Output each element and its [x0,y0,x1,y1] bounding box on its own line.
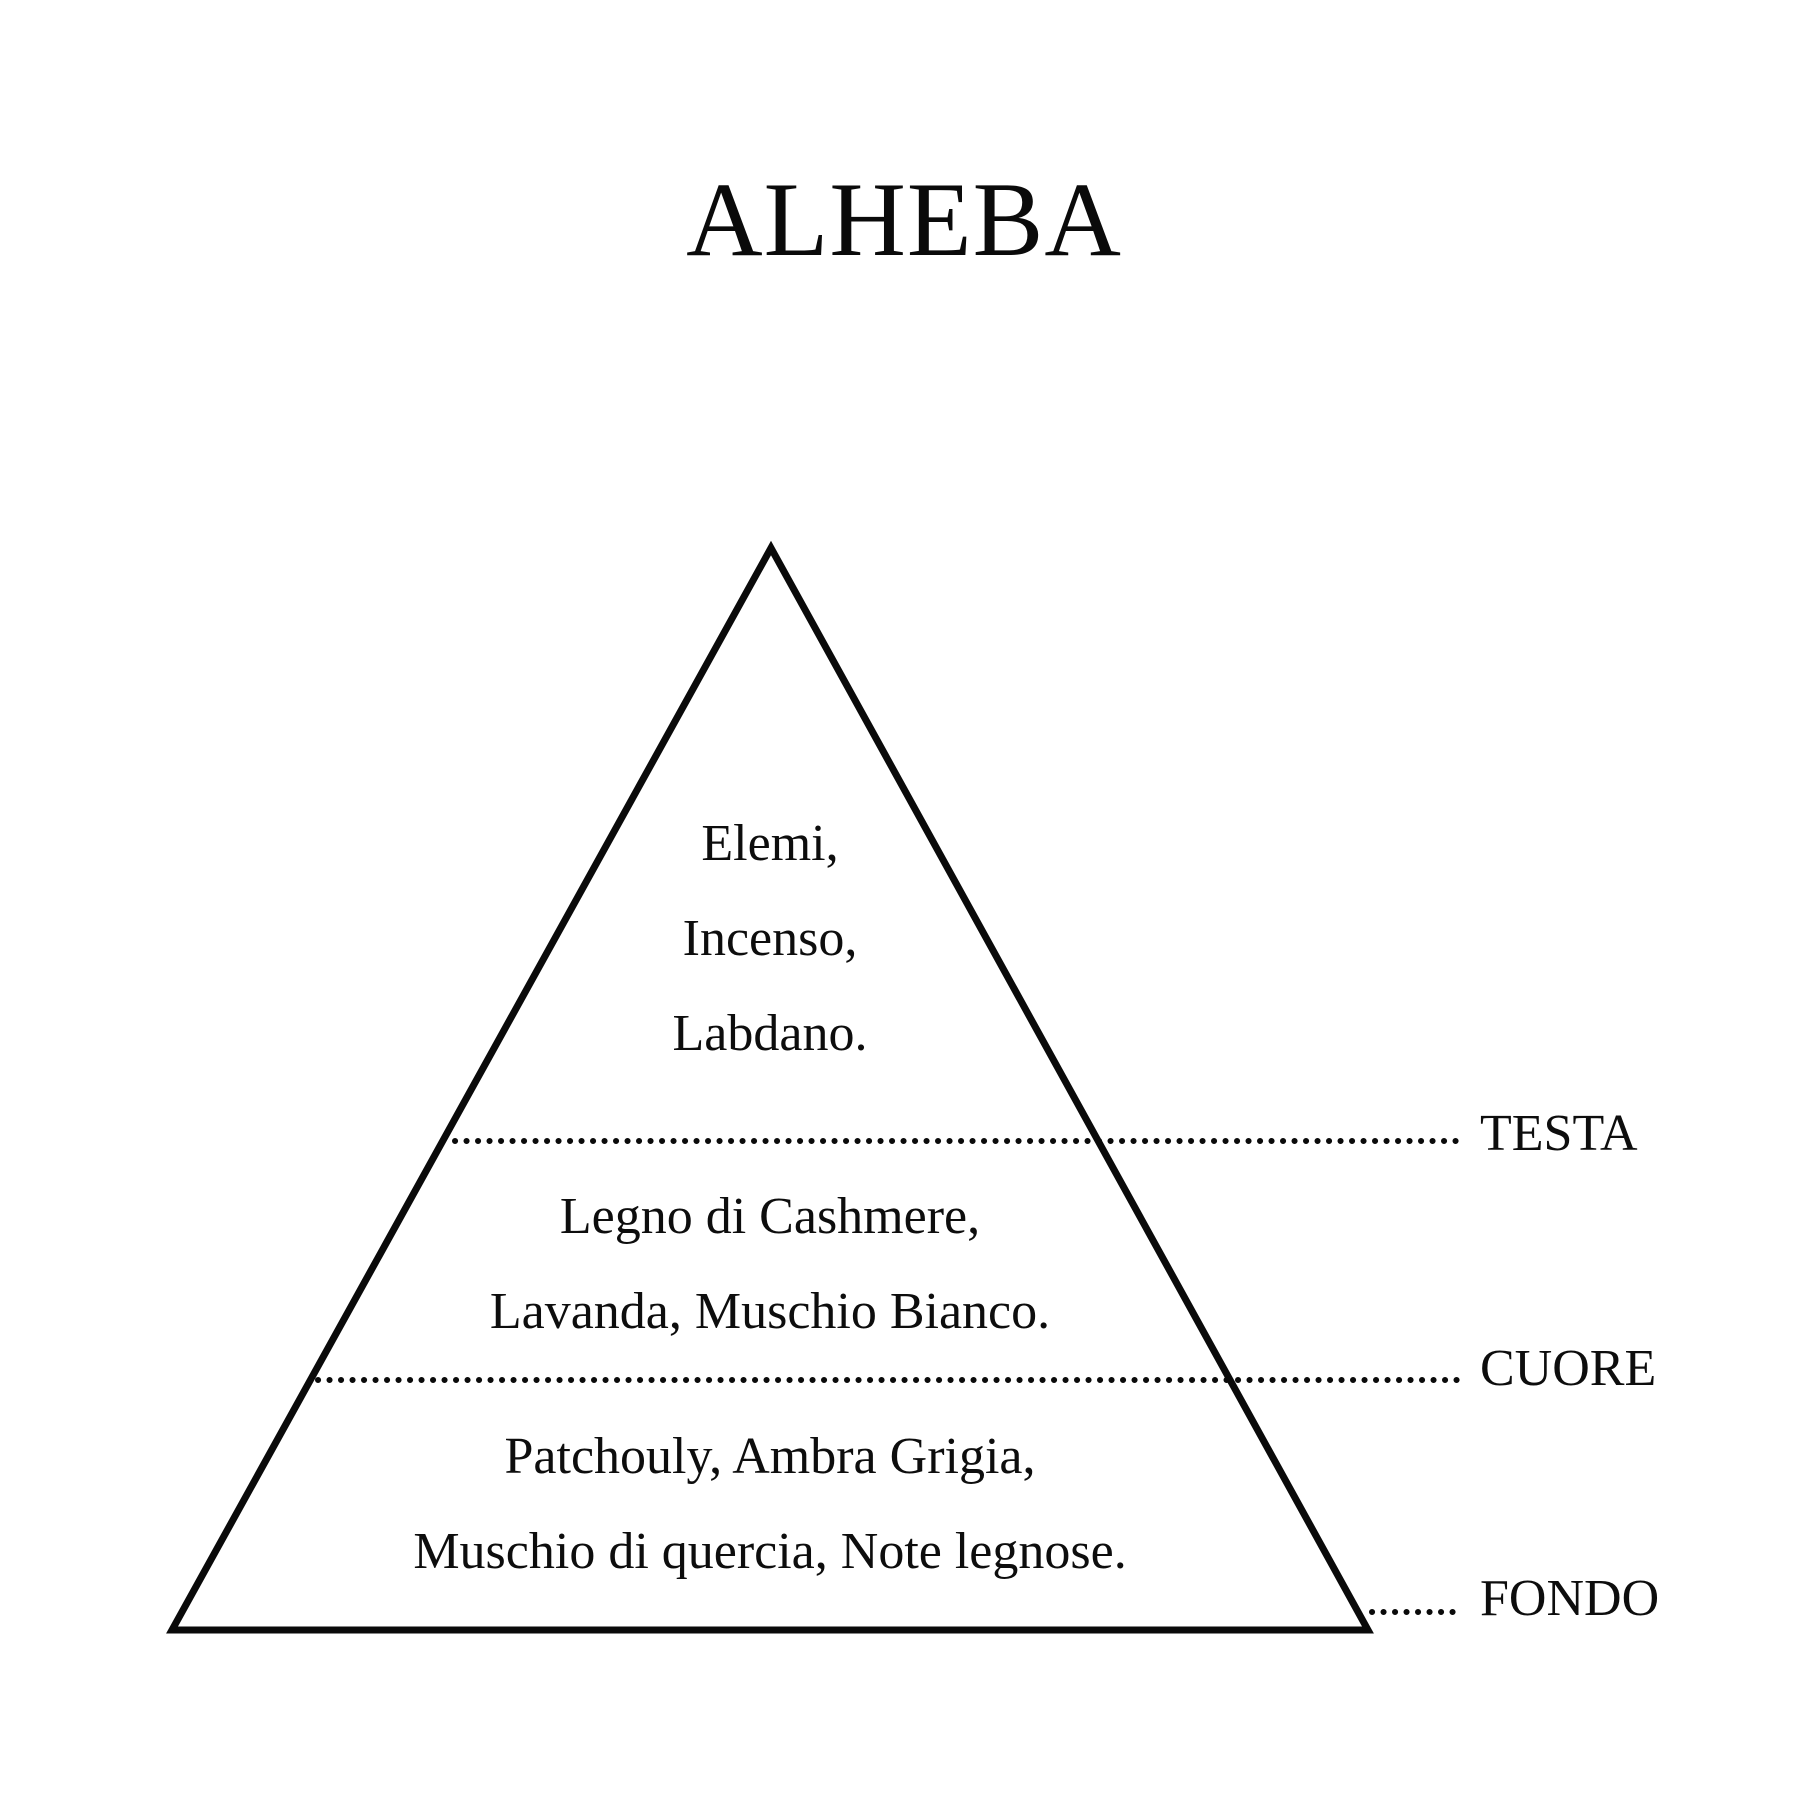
top-notes-group: Elemi, Incenso, Labdano. [0,796,1540,1081]
base-notes-group: Patchouly, Ambra Grigia, Muschio di quer… [0,1409,1540,1599]
level-label-cuore: CUORE [1480,1340,1657,1397]
note-line: Legno di Cashmere, [559,1188,981,1245]
note-line: Elemi, [701,815,839,872]
note-line: Labdano. [672,1005,868,1062]
note-line: Lavanda, Muschio Bianco. [489,1283,1051,1340]
note-line: Patchouly, Ambra Grigia, [504,1428,1036,1485]
note-line: Muschio di quercia, Note legnose. [413,1523,1127,1580]
page-title: ALHEBA [686,161,1122,279]
heart-notes-group: Legno di Cashmere, Lavanda, Muschio Bian… [0,1169,1540,1359]
note-line: Incenso, [682,910,858,967]
level-label-testa: TESTA [1480,1105,1638,1162]
pyramid-outline [166,540,1374,1634]
level-label-fondo: FONDO [1480,1570,1660,1627]
